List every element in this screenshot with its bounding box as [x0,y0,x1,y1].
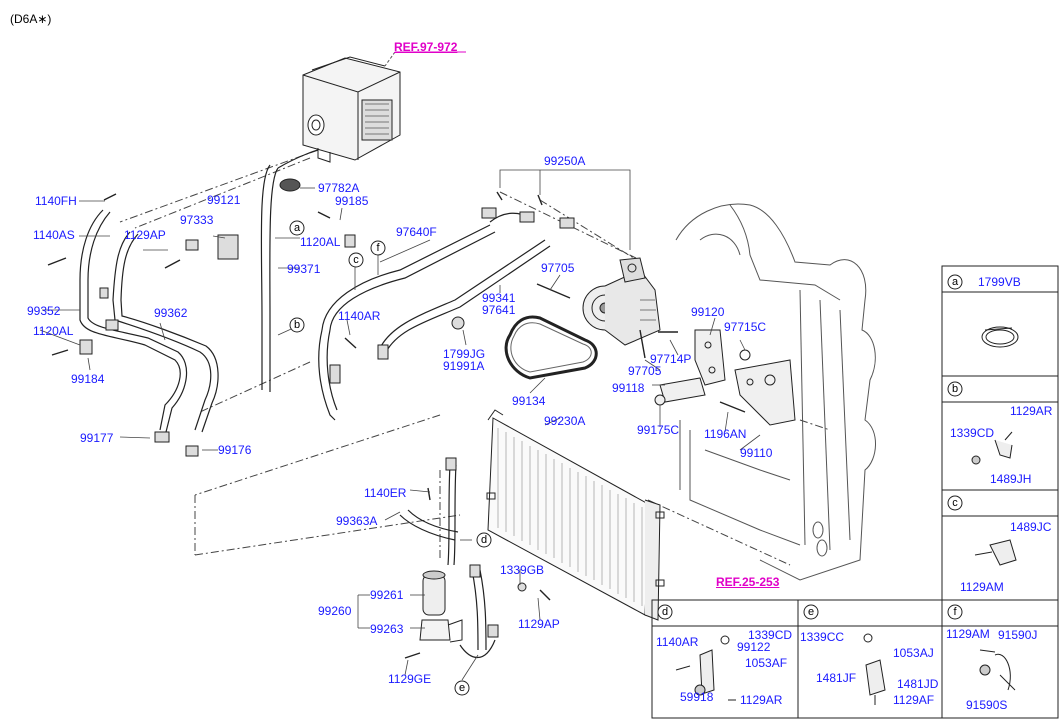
panel-d-part[interactable]: 1140AR [656,635,699,649]
panel-e-part[interactable]: 1481JF [816,671,857,685]
part-label[interactable]: 99110 [740,446,773,460]
compressor-drawing [582,257,661,346]
panel-b-part[interactable]: 1489JH [990,472,1032,486]
part-label[interactable]: 1129AP [518,617,560,631]
panel-d-part[interactable]: 59918 [680,690,714,704]
part-label[interactable]: 97705 [541,261,575,275]
part-label[interactable]: 99175C [637,423,680,437]
part-label[interactable]: 97715C [724,320,767,334]
part-label[interactable]: 99176 [218,443,252,457]
callout-c: c [353,254,359,266]
condenser-drawing [486,409,665,621]
part-label[interactable]: 99363A [336,514,378,528]
panel-e-part[interactable]: 1339CC [800,630,845,644]
part-label[interactable]: 97782A [318,181,360,195]
part-label[interactable]: 99260 [318,604,352,618]
evaporator-unit-drawing [302,56,401,163]
panel-f-part[interactable]: 91590J [998,628,1038,642]
panel-f-letter: f [953,606,957,618]
part-label[interactable]: 99118 [612,381,645,395]
ref-link-97-972[interactable]: REF.97-972 [394,40,458,54]
panel-e-part[interactable]: 1129AF [893,693,935,707]
part-label[interactable]: 99362 [154,306,188,320]
panel-d-part[interactable]: 1129AR [740,693,783,707]
part-label[interactable]: 99352 [27,304,61,318]
variant-label: (D6A∗) [10,12,52,26]
part-label[interactable]: 97641 [482,303,516,317]
part-label[interactable]: 99371 [287,262,321,276]
part-label[interactable]: 97333 [180,213,214,227]
leader-lines [39,169,761,681]
panel-d-part[interactable]: 1339CD [748,628,793,642]
receiver-drier-drawing [419,570,463,643]
part-label[interactable]: 1129AP [124,228,166,242]
panel-a-part[interactable]: 1799VB [978,275,1021,289]
ref-link-25-253[interactable]: REF.25-253 [716,575,780,589]
panel-c-part[interactable]: 1129AM [960,580,1004,594]
panel-c-part[interactable]: 1489JC [1010,520,1052,534]
panel-e-part[interactable]: 1481JD [897,677,939,691]
part-label[interactable]: 99121 [207,193,241,207]
bolts [47,191,746,659]
panel-d-part[interactable]: 99122 [737,640,771,654]
part-label[interactable]: 99263 [370,622,404,636]
part-label[interactable]: 1120AL [300,235,341,249]
part-label[interactable]: 97714P [650,352,692,366]
part-label[interactable]: 1140FH [35,194,77,208]
refrigerant-lines [79,149,551,659]
fittings [79,178,575,638]
part-label[interactable]: 99261 [370,588,404,602]
compressor-bracket-drawing [654,329,796,426]
side-panels-frames [651,265,1059,719]
part-label[interactable]: 97705 [628,364,662,378]
part-label[interactable]: 97640F [396,225,437,239]
panel-f-part[interactable]: 1129AM [946,627,990,641]
panel-b-part[interactable]: 1339CD [950,426,995,440]
part-label[interactable]: 99230A [544,414,586,428]
panel-d-letter: d [661,606,669,618]
panel-e-letter: e [807,606,815,618]
callout-a: a [293,222,301,234]
part-label[interactable]: 1140ER [364,486,407,500]
part-label[interactable]: 99134 [512,394,546,408]
panel-e-part[interactable]: 1053AJ [893,646,934,660]
part-label[interactable]: 1799JG [443,347,486,361]
panel-b-letter: b [951,383,959,395]
part-label[interactable]: 91991A [443,359,485,373]
callout-d: d [480,534,488,546]
part-label[interactable]: 99185 [335,194,369,208]
panel-a-letter: a [951,276,959,288]
callout-e: e [458,682,466,694]
part-label[interactable]: 1339GB [500,563,545,577]
v-belt-drawing [504,315,598,380]
part-label[interactable]: 1120AL [33,324,74,338]
part-label[interactable]: 1140AR [338,309,381,323]
callout-f: f [376,242,380,254]
part-label[interactable]: 1196AN [704,427,747,441]
panel-f-part[interactable]: 91590S [966,698,1008,712]
panel-d-part[interactable]: 1053AF [745,656,788,670]
part-label[interactable]: 99120 [691,305,725,319]
engine-block-outline [675,203,876,581]
part-label[interactable]: 99341 [482,291,516,305]
part-label[interactable]: 1140AS [33,228,75,242]
part-label[interactable]: 99177 [80,431,114,445]
part-label[interactable]: 99250A [544,154,586,168]
panel-c-letter: c [952,497,958,509]
clip-drawings [675,326,1019,705]
part-label[interactable]: 99184 [71,372,105,386]
callout-b: b [293,319,301,331]
panel-b-part[interactable]: 1129AR [1010,404,1053,418]
part-label[interactable]: 1129GE [388,672,432,686]
